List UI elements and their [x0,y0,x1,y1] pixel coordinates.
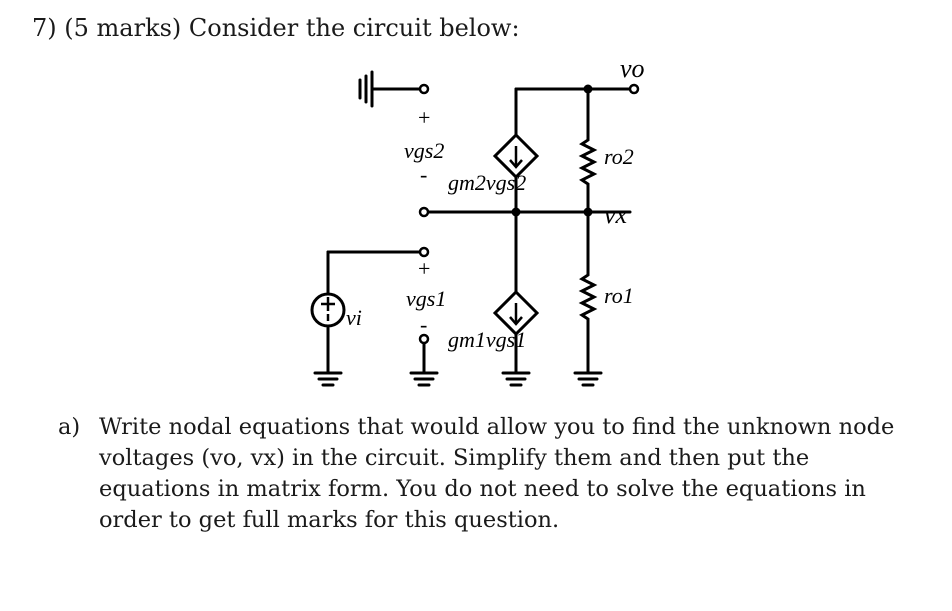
vgs1-minus-sign: - [420,312,427,337]
ground-icon-vi [313,363,343,387]
vgs2-plus-terminal [418,83,430,95]
question-label: a) [58,414,81,440]
ground-icon-ro1 [573,363,603,387]
ground-icon-gm1 [501,363,531,387]
ro2-label: ro2 [604,144,634,169]
ro2-resistor [578,133,598,214]
vo-terminal [628,83,640,95]
ro1-resistor [578,268,598,367]
ro1-label: ro1 [604,283,634,308]
question-heading: 7) (5 marks) Consider the circuit below: [32,14,520,42]
top-ground-icon [358,70,422,108]
vgs2-minus-terminal [418,206,430,218]
vgs1-minus-terminal [418,333,430,345]
vgs2-minus-sign: - [420,162,427,187]
vgs1-plus-sign: + [418,256,430,281]
question-part-a: a) Write nodal equations that would allo… [58,412,918,536]
vo-label: vo [620,54,645,83]
gm2-label: gm2vgs2 [448,170,526,195]
vx-label: vx [604,200,628,229]
vgs2-plus-sign: + [418,105,430,130]
gm1-current-source-icon [492,289,540,337]
vgs1-plus-terminal [418,246,430,258]
vgs2-label: vgs2 [404,138,444,163]
question-text: Write nodal equations that would allow y… [99,414,895,533]
vgs1-label: vgs1 [406,286,446,311]
gm1-label: gm1vgs1 [448,327,526,352]
vi-voltage-source-icon [310,292,346,328]
circuit-diagram: vo vx + vgs2 - gm2vgs2 ro2 + vgs1 - gm1v… [310,54,645,387]
vi-label: vi [346,305,362,330]
ground-icon-vgs1 [409,363,439,387]
gm2-current-source-icon [492,132,540,180]
